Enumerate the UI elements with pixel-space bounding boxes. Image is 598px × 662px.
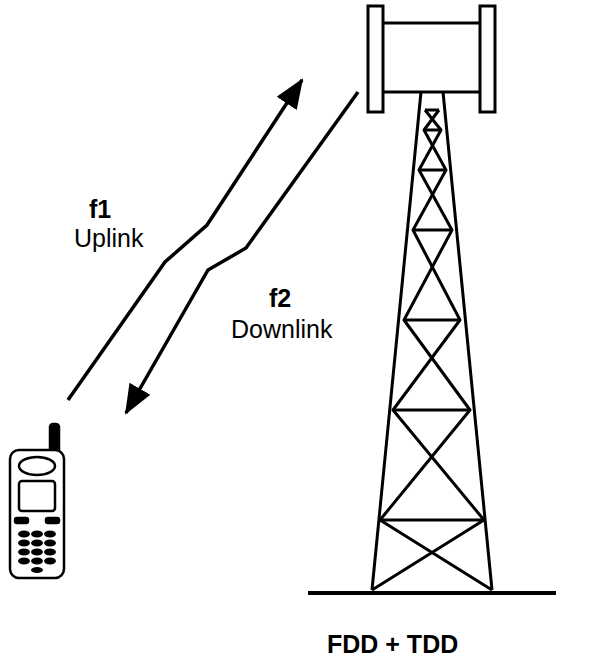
frequency-label: f2: [269, 284, 291, 312]
uplink-arrow: [68, 80, 302, 400]
caption: FDD + TDD: [327, 630, 458, 658]
mobile-phone: [10, 424, 64, 578]
link-label: Uplink: [74, 224, 143, 252]
link-label: Downlink: [231, 315, 332, 343]
tower: [308, 92, 556, 593]
antenna: [368, 6, 495, 112]
frequency-label: f1: [89, 195, 111, 223]
downlink-arrow: [126, 92, 358, 413]
